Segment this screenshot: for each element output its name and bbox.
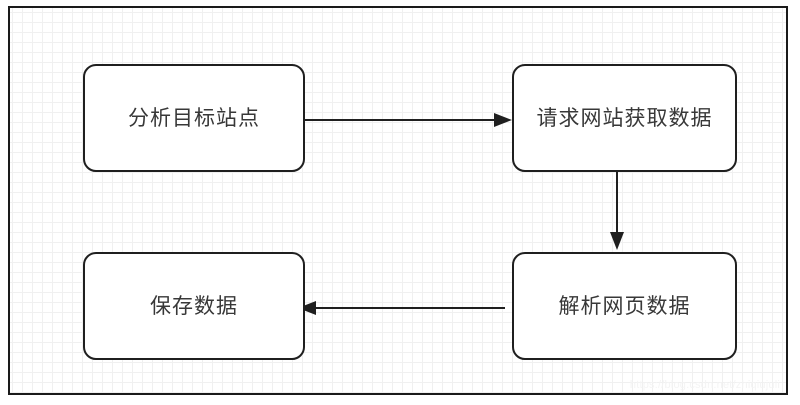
node-label: 请求网站获取数据 <box>536 106 713 130</box>
edge-parse-to-save <box>298 301 505 315</box>
node-label: 分析目标站点 <box>128 106 260 130</box>
node-save-data[interactable]: 保存数据 <box>83 252 305 360</box>
edge-request-to-parse <box>610 167 624 250</box>
edge-analyze-to-request <box>298 113 512 127</box>
diagram-frame: 分析目标站点 请求网站获取数据 解析网页数据 保存数据 https://blog… <box>8 6 788 395</box>
node-analyze-target-site[interactable]: 分析目标站点 <box>83 64 305 172</box>
node-label: 保存数据 <box>150 294 238 318</box>
watermark-text: https://blog.csdn.net/zhiqiujuli <box>629 379 780 391</box>
node-request-site-fetch-data[interactable]: 请求网站获取数据 <box>512 64 737 172</box>
node-parse-webpage-data[interactable]: 解析网页数据 <box>512 252 737 360</box>
node-label: 解析网页数据 <box>558 294 691 318</box>
